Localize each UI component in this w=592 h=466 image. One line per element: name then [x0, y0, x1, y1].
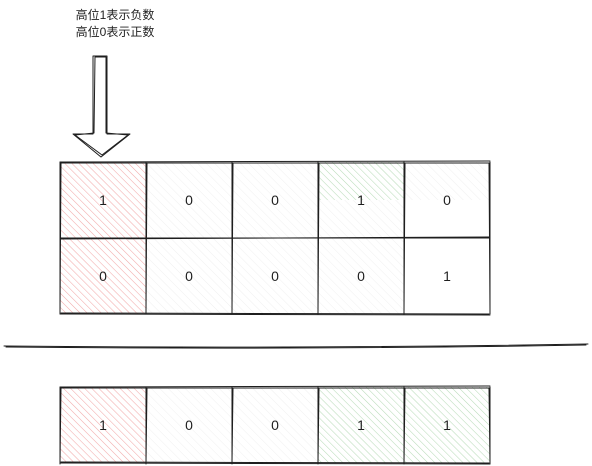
- result-grid-cell3: 0: [271, 417, 279, 433]
- top-grid-row1-cell1: 1: [99, 192, 107, 208]
- result-grid-cell4: 1: [357, 417, 365, 433]
- top-grid-row1-cell2: 0: [185, 192, 193, 208]
- top-grid-row2-cell2: 0: [185, 268, 193, 284]
- down-arrow-icon: [72, 55, 131, 158]
- result-grid-fills: [60, 387, 490, 463]
- annotation-line-negative: 高位1表示负数: [75, 8, 155, 22]
- result-grid-cell2: 0: [185, 417, 193, 433]
- top-grid-row2-cell5: 1: [443, 268, 451, 284]
- top-grid-row1-cell3: 0: [271, 192, 279, 208]
- top-grid-row2-cell1: 0: [99, 268, 107, 284]
- annotation-line-positive: 高位0表示正数: [75, 25, 155, 39]
- top-grid-lines: [59, 160, 491, 316]
- top-grid-row2-cell3: 0: [271, 268, 279, 284]
- top-grid-row1-cell5: 0: [443, 192, 451, 208]
- top-grid-row2-cell4: 0: [357, 268, 365, 284]
- result-grid-lines: [59, 385, 491, 465]
- result-grid-cell5: 1: [443, 417, 451, 433]
- result-grid-cell1: 1: [99, 417, 107, 433]
- separator-line: [3, 343, 589, 349]
- top-grid-fills: [60, 162, 490, 314]
- top-grid-row1-cell4: 1: [357, 192, 365, 208]
